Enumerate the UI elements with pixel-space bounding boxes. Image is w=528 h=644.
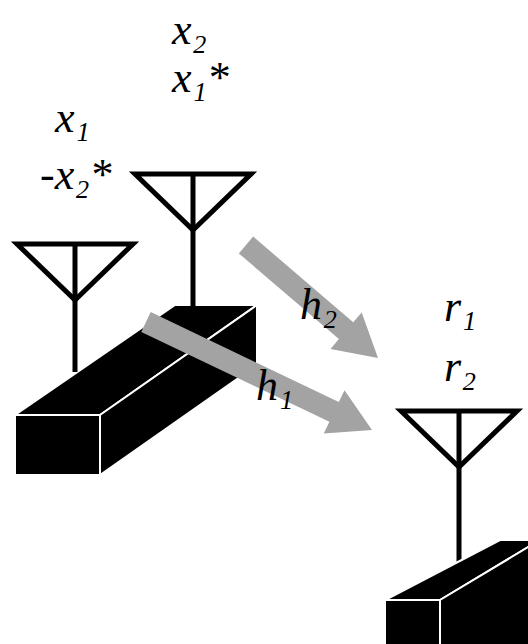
transmitter-box: [15, 305, 257, 475]
channel-arrows: [141, 237, 378, 434]
received-signal-label: r₁: [444, 285, 476, 329]
channel-label: h₁: [256, 364, 293, 408]
channel-label: h₂: [300, 283, 337, 327]
channel-arrow: [239, 237, 378, 358]
received-signal-label: r₂: [444, 345, 476, 389]
signal-label: x₁: [55, 96, 90, 140]
receiver-box: [385, 540, 528, 644]
transmit-antenna: [135, 174, 251, 306]
signal-label: x₁*: [172, 56, 229, 100]
channel-arrow: [141, 312, 372, 433]
signal-label: x₂: [172, 8, 207, 52]
transmit-antenna: [17, 244, 133, 372]
signal-label: -x₂*: [40, 153, 111, 197]
